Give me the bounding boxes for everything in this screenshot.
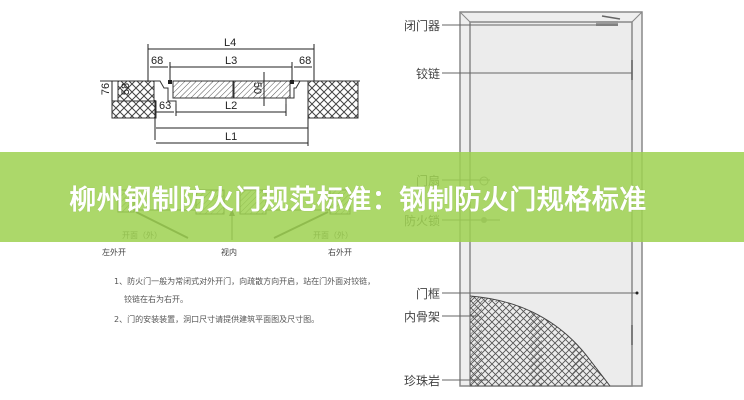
dim-50: 50 — [251, 81, 264, 95]
dim-58: 58 — [120, 82, 133, 96]
callout-inner-skeleton: 内骨架 — [403, 310, 440, 324]
dim-l1: L1 — [225, 131, 238, 143]
dim-63: 63 — [159, 100, 172, 112]
note-line-3: 2、门的安装装置，洞口尺寸请提供建筑平面图及尺寸图。 — [114, 315, 320, 324]
dim-right-68: 68 — [299, 55, 312, 67]
right-outward-label: 右外开 — [328, 248, 352, 257]
callout-door-closer: 闭门器 — [403, 19, 440, 33]
dim-left-68: 68 — [151, 55, 164, 67]
callout-door-frame: 门框 — [415, 287, 440, 301]
view-inside-label: 视内 — [221, 248, 237, 257]
banner-title: 柳州钢制防火门规范标准：钢制防火门规格标准 — [69, 184, 647, 216]
dim-l3: L3 — [225, 55, 238, 67]
title-banner: 柳州钢制防火门规范标准：钢制防火门规格标准 — [0, 152, 744, 242]
dim-l2: L2 — [225, 100, 238, 112]
dim-l4: L4 — [224, 37, 237, 49]
note-line-1: 1、防火门一般为常闭式对外开门，向疏散方向开启，站在门外面对铰链， — [114, 277, 376, 286]
dim-76: 76 — [100, 82, 113, 96]
callout-hinge: 铰链 — [415, 67, 440, 81]
left-outward-label: 左外开 — [102, 248, 126, 257]
callout-perlite: 珍珠岩 — [403, 374, 440, 388]
note-line-2: 铰链在右为右开。 — [124, 295, 188, 304]
